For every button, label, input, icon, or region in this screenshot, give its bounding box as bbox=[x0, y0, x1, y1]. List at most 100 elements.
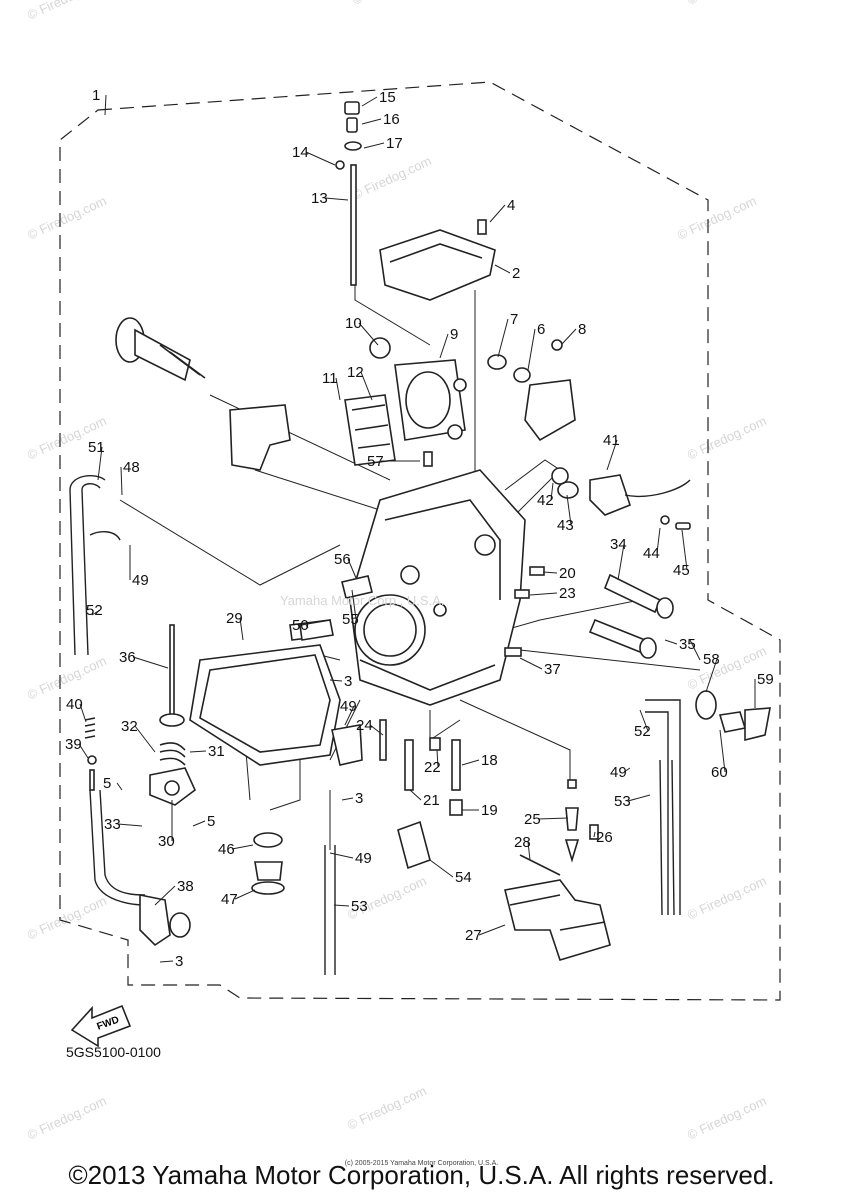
callout-number: 49 bbox=[610, 764, 627, 781]
callout-number: 9 bbox=[450, 326, 458, 343]
callout-number: 58 bbox=[703, 651, 720, 668]
callout-leader bbox=[351, 589, 357, 620]
firedog-watermark: © Firedog.com bbox=[25, 1093, 109, 1143]
callout-number: 45 bbox=[673, 562, 690, 579]
callout-number: 17 bbox=[386, 135, 403, 152]
callout-number: 40 bbox=[66, 696, 83, 713]
callout-number: 10 bbox=[345, 315, 362, 332]
callout-number: 43 bbox=[557, 517, 574, 534]
callout-number: 26 bbox=[596, 829, 613, 846]
callout-leader bbox=[97, 446, 103, 481]
callout-number: 46 bbox=[218, 841, 235, 858]
callout-number: 53 bbox=[614, 793, 631, 810]
mixture-screw-group bbox=[588, 573, 674, 659]
callout-leader bbox=[333, 904, 350, 907]
callout-number: 47 bbox=[221, 891, 238, 908]
callout-number: 49 bbox=[355, 850, 372, 867]
callout-leader bbox=[529, 592, 558, 596]
copyright-small-print: (c) 2005-2015 Yamaha Motor Corporation, … bbox=[344, 1160, 499, 1167]
callout-number: 25 bbox=[524, 811, 541, 828]
drain-plug bbox=[251, 832, 285, 895]
callout-leader bbox=[305, 151, 336, 166]
throttle-drum bbox=[115, 317, 206, 382]
callout-leader bbox=[664, 639, 678, 645]
callout-number: 41 bbox=[603, 432, 620, 449]
callout-leader bbox=[542, 571, 558, 574]
callout-leader bbox=[519, 657, 543, 670]
callout-leader bbox=[623, 767, 631, 773]
callout-number: 52 bbox=[86, 602, 103, 619]
callout-leader bbox=[159, 960, 174, 963]
callout-leader bbox=[566, 494, 572, 526]
callout-leader bbox=[324, 197, 349, 201]
callout-leader bbox=[91, 609, 101, 616]
callout-leader bbox=[537, 817, 569, 820]
callout-number: 32 bbox=[121, 718, 138, 735]
callout-number: 16 bbox=[383, 111, 400, 128]
callout-number: 19 bbox=[481, 802, 498, 819]
callout-number: 36 bbox=[119, 649, 136, 666]
callout-leader bbox=[497, 318, 509, 358]
drain-hose bbox=[89, 789, 191, 947]
callout-number: 22 bbox=[424, 759, 441, 776]
callout-number: 2 bbox=[512, 265, 520, 282]
callout-number: 7 bbox=[510, 311, 518, 328]
jet-holder bbox=[397, 820, 431, 870]
callout-number: 31 bbox=[208, 743, 225, 760]
carburetor-body bbox=[349, 469, 526, 706]
callout-leader bbox=[478, 924, 506, 936]
firedog-watermark: © Firedog.com bbox=[25, 193, 109, 243]
callout-leader bbox=[439, 333, 449, 359]
callout-leader bbox=[361, 118, 382, 125]
callout-number: 5 bbox=[103, 775, 111, 792]
callout-leader bbox=[116, 782, 123, 791]
firedog-watermark: © Firedog.com bbox=[345, 1083, 429, 1133]
firedog-watermark: © Firedog.com bbox=[685, 0, 769, 8]
callout-number: 34 bbox=[610, 536, 627, 553]
callout-number: 56 bbox=[334, 551, 351, 568]
callout-leader bbox=[360, 371, 373, 401]
callout-leader bbox=[78, 743, 89, 759]
assembly-leader-lines bbox=[119, 280, 701, 850]
callout-leader bbox=[489, 204, 506, 223]
callout-leader bbox=[705, 658, 718, 693]
callout-leader bbox=[361, 96, 378, 107]
fwd-arrow-icon: FWD bbox=[70, 1004, 132, 1048]
callout-number: 13 bbox=[311, 190, 328, 207]
callout-leader bbox=[561, 328, 577, 345]
firedog-watermark: © Firedog.com bbox=[25, 0, 109, 23]
firedog-watermark: © Firedog.com bbox=[675, 193, 759, 243]
callout-number: 33 bbox=[104, 816, 121, 833]
callout-number: 49 bbox=[340, 698, 357, 715]
callout-number: 5 bbox=[207, 813, 215, 830]
firedog-watermark: © Firedog.com bbox=[685, 1093, 769, 1143]
callout-number: 3 bbox=[175, 953, 183, 970]
accelerator-pump-group bbox=[695, 690, 771, 742]
callout-number: 14 bbox=[292, 144, 309, 161]
callout-leader bbox=[593, 831, 596, 838]
callout-number: 37 bbox=[544, 661, 561, 678]
callout-number: 24 bbox=[356, 717, 373, 734]
callout-number: 55 bbox=[342, 611, 359, 628]
callout-number: 51 bbox=[88, 439, 105, 456]
callout-leader bbox=[369, 724, 384, 736]
assembly-boundary bbox=[59, 81, 781, 1001]
callout-leader bbox=[117, 823, 143, 827]
callout-leader bbox=[120, 466, 123, 496]
needle-valve-group bbox=[519, 779, 599, 876]
callout-number: 6 bbox=[537, 321, 545, 338]
pilot-jet-group bbox=[84, 717, 97, 791]
callout-leader bbox=[344, 705, 355, 726]
firedog-watermark: © Firedog.com bbox=[25, 893, 109, 943]
callout-leader bbox=[305, 624, 309, 629]
top-cover bbox=[379, 219, 496, 301]
callout-number: 18 bbox=[481, 752, 498, 769]
callout-leader bbox=[189, 750, 207, 753]
throttle-sensor-group bbox=[551, 467, 691, 530]
callout-number: 54 bbox=[455, 869, 472, 886]
pump-rod-group bbox=[149, 624, 196, 806]
callout-number: 29 bbox=[226, 610, 243, 627]
callout-leader bbox=[436, 749, 439, 768]
